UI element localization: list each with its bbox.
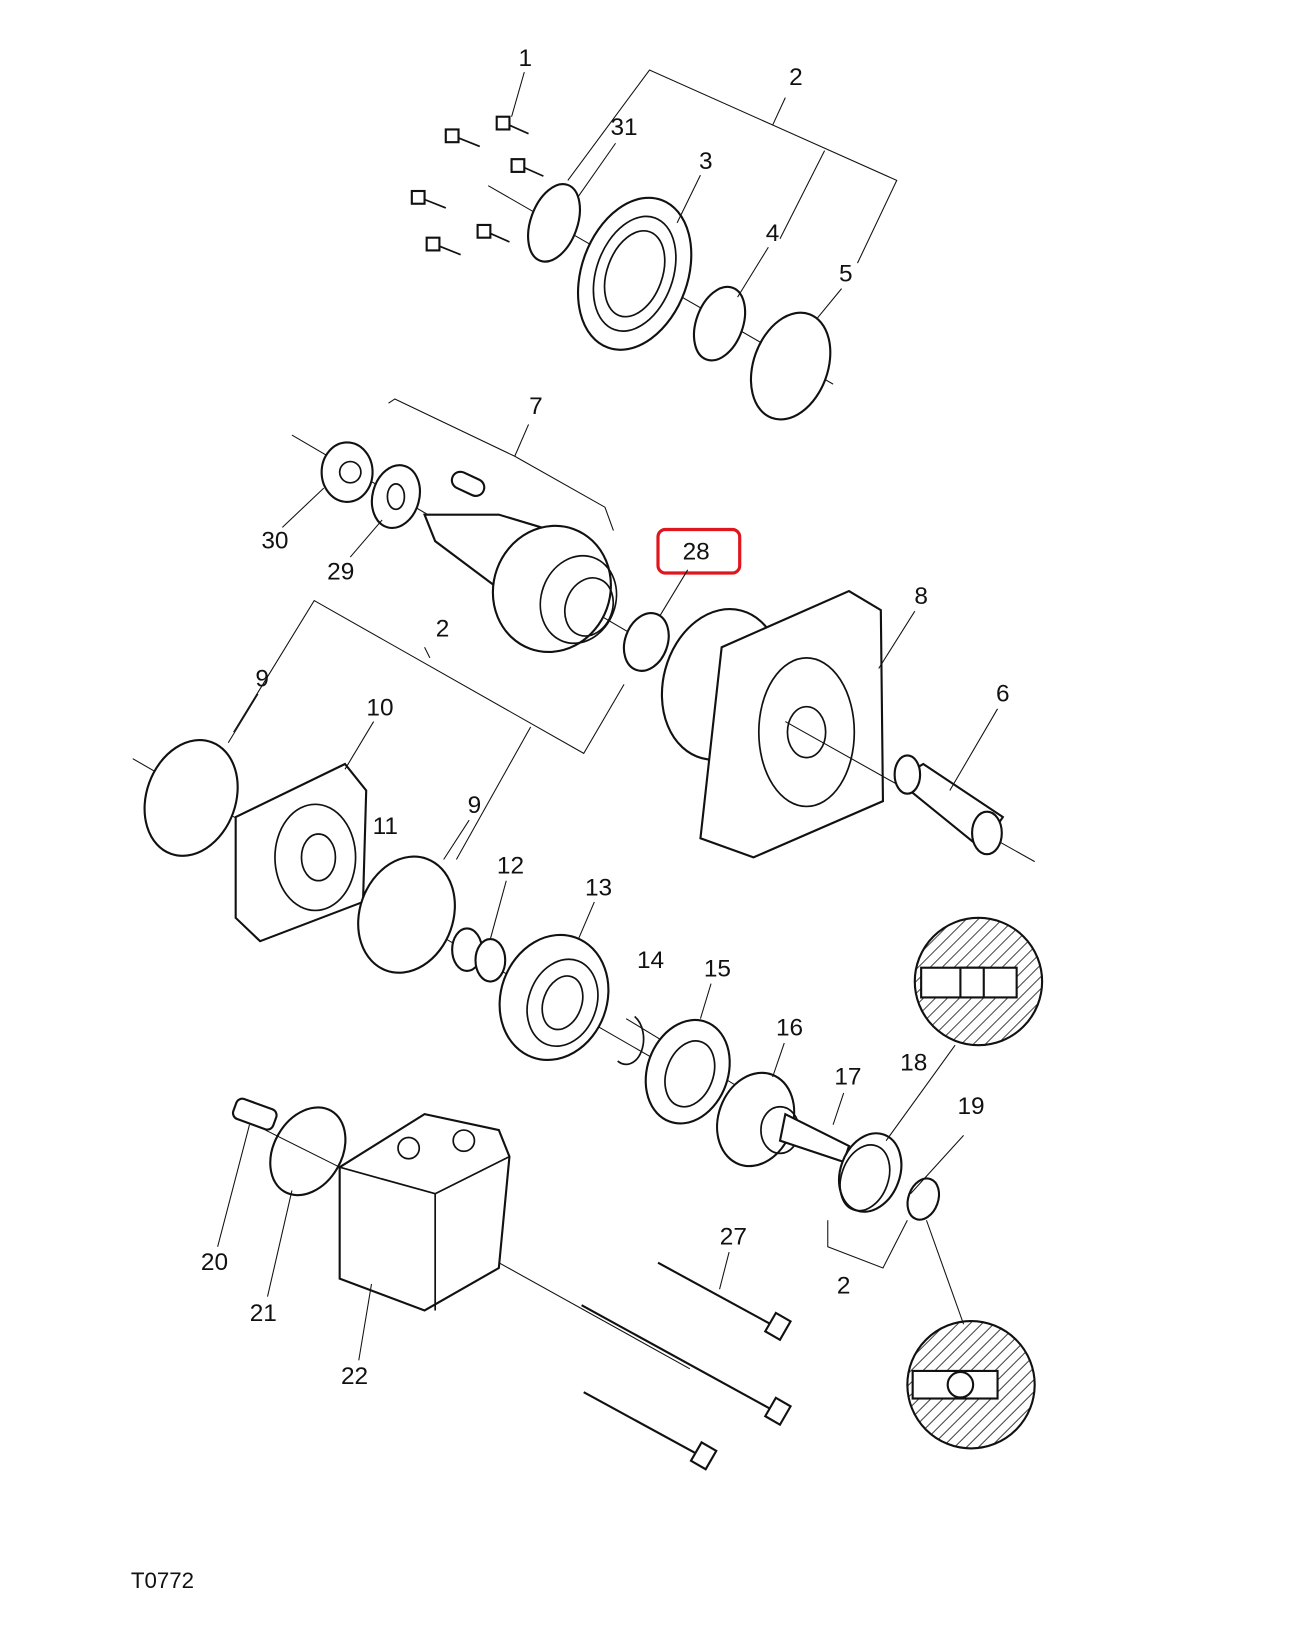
callout-27: 27 (720, 1224, 747, 1251)
o-ring-5 (749, 311, 832, 421)
seal-housing-3 (576, 196, 693, 351)
callout-2: 2 (837, 1273, 851, 1300)
o-ring-9b (357, 855, 456, 974)
o-ring-31 (527, 183, 581, 263)
callout-14: 14 (637, 947, 664, 974)
callout-20: 20 (201, 1249, 228, 1276)
callout-12: 12 (497, 852, 524, 879)
detail-18 (913, 916, 1044, 1047)
callout-8: 8 (914, 583, 928, 610)
callout-18: 18 (900, 1050, 927, 1077)
callout-2: 2 (789, 64, 803, 91)
plug-20 (231, 1097, 278, 1131)
plate-10 (234, 762, 368, 943)
callout-9: 9 (255, 666, 269, 693)
callout-3: 3 (699, 148, 713, 175)
figure-id: T0772 (131, 1568, 194, 1593)
callout-11: 11 (373, 813, 398, 840)
ring-28 (622, 612, 670, 672)
washer-29 (370, 464, 421, 529)
drive-shaft-7 (422, 513, 618, 654)
leader-lines (217, 72, 999, 1361)
callout-16: 16 (776, 1015, 803, 1042)
callout-30: 30 (261, 528, 288, 555)
nut-30 (320, 441, 374, 503)
callout-4: 4 (766, 220, 780, 247)
shaft-17 (778, 1112, 851, 1164)
callout-28: 28 (683, 538, 710, 565)
part-12 (451, 927, 507, 983)
callout-22: 22 (341, 1363, 368, 1390)
detail-19 (906, 1320, 1036, 1450)
callout-2: 2 (436, 616, 450, 643)
bolts-27 (581, 1261, 793, 1471)
callout-28-highlight (656, 527, 742, 575)
callout-31: 31 (610, 114, 637, 141)
gerotor-13 (498, 933, 610, 1062)
callout-19: 19 (957, 1093, 984, 1120)
callout-17: 17 (834, 1064, 861, 1091)
coupling-shaft-6 (893, 754, 1005, 856)
callout-13: 13 (585, 875, 612, 902)
seal-4 (692, 285, 747, 362)
callout-10: 10 (366, 694, 393, 721)
seal-18 (838, 1132, 903, 1213)
ring-19 (906, 1177, 941, 1221)
callout-1: 1 (519, 45, 533, 72)
callout-6: 6 (996, 680, 1010, 707)
key (450, 470, 486, 497)
bearing-15 (644, 1018, 731, 1125)
callout-5: 5 (839, 260, 853, 287)
retaining-ring-14 (617, 1015, 645, 1066)
housing-8 (660, 589, 885, 859)
o-ring-9a (143, 739, 239, 857)
callout-15: 15 (704, 955, 731, 982)
callout-21: 21 (250, 1300, 277, 1327)
callout-29: 29 (327, 558, 354, 585)
valve-housing-22 (338, 1113, 511, 1312)
callout-7: 7 (529, 393, 543, 420)
callout-9: 9 (468, 792, 482, 819)
cap-screws (410, 115, 544, 256)
